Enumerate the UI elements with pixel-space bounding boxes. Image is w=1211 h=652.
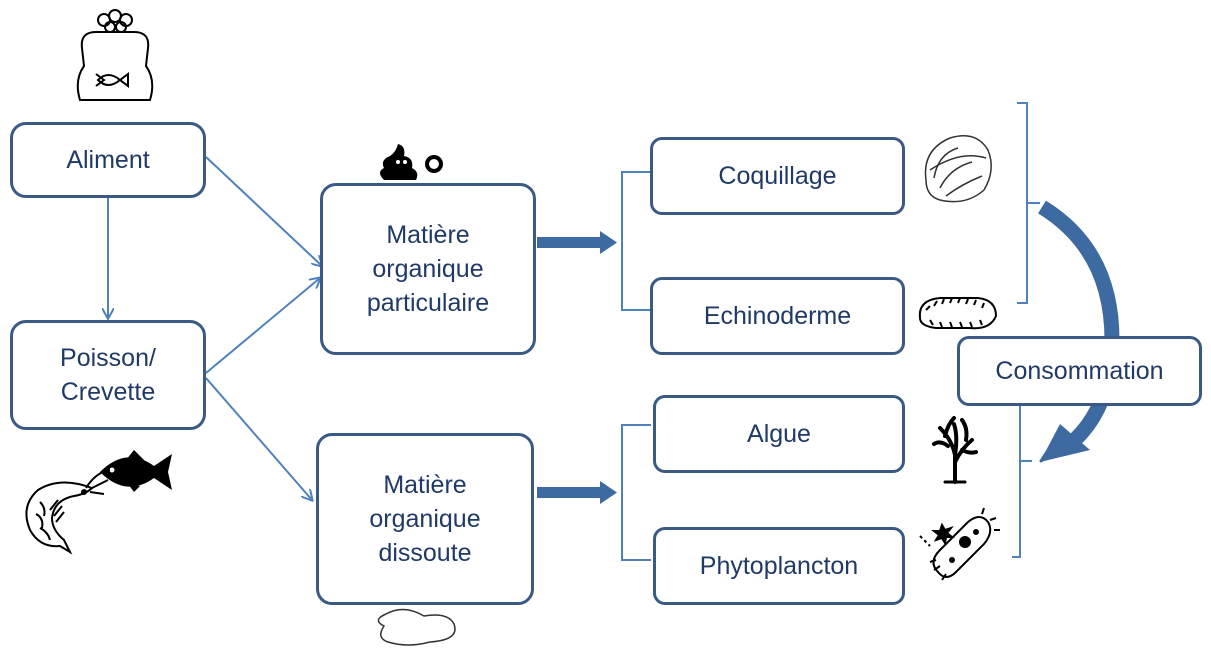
thick-arrow-mod-to-organisms <box>537 481 617 504</box>
sea-cucumber-icon <box>918 297 998 330</box>
right-bracket-top <box>1017 102 1040 304</box>
node-poisson-crevette: Poisson/ Crevette <box>10 320 206 430</box>
phytoplankton-icon <box>919 507 1000 581</box>
node-algue: Algue <box>653 395 905 473</box>
node-aliment: Aliment <box>10 122 206 198</box>
thick-arrow-mop-to-organisms <box>537 231 617 254</box>
right-bracket-bottom <box>1012 405 1032 558</box>
node-echinoderme: Echinoderme <box>650 277 905 355</box>
node-matiere-organique-dissoute: Matière organique dissoute <box>316 433 534 605</box>
feces-icon <box>380 144 443 180</box>
bracket-coquillage-echinoderme <box>621 171 651 311</box>
dissolved-matter-icon <box>377 608 456 646</box>
arrow-poisson-to-mod <box>205 377 312 500</box>
node-consommation: Consommation <box>957 336 1202 406</box>
node-phytoplancton: Phytoplancton <box>653 527 905 605</box>
seaweed-icon <box>932 416 978 484</box>
consumption-curved-arrow <box>1037 200 1120 463</box>
shrimp-icon <box>25 469 111 555</box>
node-coquillage: Coquillage <box>650 137 905 215</box>
node-matiere-organique-particulaire: Matière organique particulaire <box>320 183 536 355</box>
arrow-poisson-to-mop <box>205 278 320 374</box>
fish-icon <box>100 450 172 492</box>
arrow-aliment-to-mop <box>205 156 322 266</box>
oyster-icon <box>924 135 992 203</box>
bracket-algue-phytoplancton <box>621 424 651 561</box>
feed-bag-icon <box>76 9 154 101</box>
